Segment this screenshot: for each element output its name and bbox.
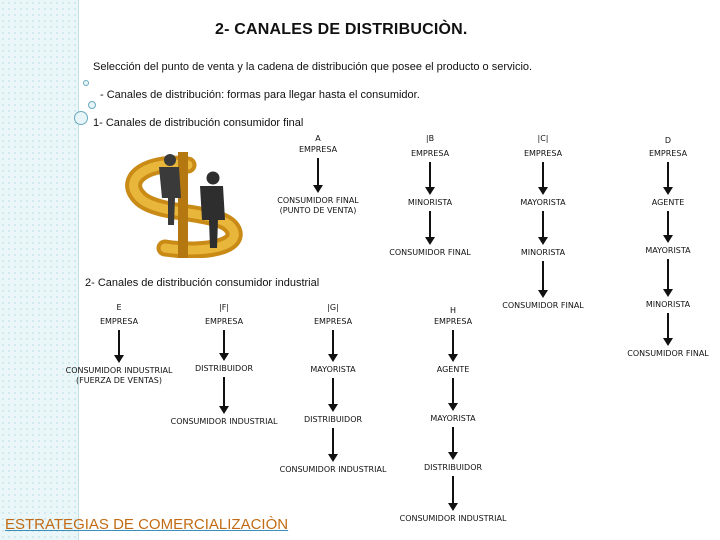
businessman-icon [200, 172, 225, 249]
channel-g-step: CONSUMIDOR INDUSTRIAL [280, 465, 387, 475]
decorative-sidebar [0, 0, 78, 540]
channel-d-letter: D [665, 136, 671, 146]
flow-arrow-icon [429, 162, 431, 188]
channel-f-step: CONSUMIDOR INDUSTRIAL [171, 417, 278, 427]
channel-d-step: AGENTE [652, 198, 685, 208]
channel-g-step: EMPRESA [314, 317, 352, 327]
flow-arrow-icon [667, 162, 669, 188]
definition-text: - Canales de distribución: formas para l… [100, 89, 420, 101]
flow-arrow-icon [429, 211, 431, 238]
channel-d-step: MINORISTA [646, 300, 690, 310]
channel-h-step: CONSUMIDOR INDUSTRIAL [400, 514, 507, 524]
channel-c-step: MINORISTA [521, 248, 565, 258]
channel-b-letter: |B [426, 134, 434, 144]
flow-arrow-icon [667, 313, 669, 339]
flow-arrow-icon [542, 211, 544, 238]
footer-title: ESTRATEGIAS DE COMERCIALIZACIÒN [5, 516, 288, 533]
flow-arrow-icon [542, 162, 544, 188]
circle-decoration-icon [88, 101, 96, 109]
business-people-money-icon [110, 150, 280, 258]
channel-h-step: AGENTE [437, 365, 470, 375]
channel-c-letter: |C| [538, 134, 549, 144]
channel-a-step: CONSUMIDOR FINAL(PUNTO DE VENTA) [277, 196, 359, 216]
channel-d-step: EMPRESA [649, 149, 687, 159]
section-consumer-industrial: 2- Canales de distribución consumidor in… [85, 277, 319, 289]
flow-arrow-icon [118, 330, 120, 356]
channel-c-step: MAYORISTA [520, 198, 565, 208]
flow-arrow-icon [452, 427, 454, 453]
flow-arrow-icon [452, 476, 454, 504]
channel-b-step: CONSUMIDOR FINAL [389, 248, 471, 258]
channel-e-step: EMPRESA [100, 317, 138, 327]
channel-g-step: DISTRIBUIDOR [304, 415, 362, 425]
flow-arrow-icon [332, 428, 334, 455]
flow-arrow-icon [452, 330, 454, 355]
flow-arrow-icon [542, 261, 544, 291]
channel-d-step: CONSUMIDOR FINAL [627, 349, 709, 359]
channel-h-step: MAYORISTA [430, 414, 475, 424]
channel-h-step: DISTRIBUIDOR [424, 463, 482, 473]
channel-c-step: EMPRESA [524, 149, 562, 159]
slide-title: 2- CANALES DE DISTRIBUCIÒN. [215, 21, 468, 39]
intro-text: Selección del punto de venta y la cadena… [93, 61, 532, 73]
flow-arrow-icon [332, 330, 334, 355]
flow-arrow-icon [452, 378, 454, 404]
flow-arrow-icon [667, 259, 669, 290]
flow-arrow-icon [223, 377, 225, 407]
flow-arrow-icon [332, 378, 334, 405]
channel-g-step: MAYORISTA [310, 365, 355, 375]
flow-arrow-icon [667, 211, 669, 236]
section-consumer-final: 1- Canales de distribución consumidor fi… [93, 117, 303, 129]
channel-f-step: DISTRIBUIDOR [195, 364, 253, 374]
channel-e-step: CONSUMIDOR INDUSTRIAL(FUERZA DE VENTAS) [66, 366, 173, 386]
circle-decoration-icon [83, 80, 89, 86]
channel-a-step: EMPRESA [299, 145, 337, 155]
channel-b-step: MINORISTA [408, 198, 452, 208]
channel-d-step: MAYORISTA [645, 246, 690, 256]
channel-b-step: EMPRESA [411, 149, 449, 159]
flow-arrow-icon [317, 158, 319, 186]
channel-h-step: EMPRESA [434, 317, 472, 327]
channel-c-step: CONSUMIDOR FINAL [502, 301, 584, 311]
channel-a-letter: A [315, 134, 320, 144]
channel-h-letter: H [450, 306, 456, 316]
channel-f-step: EMPRESA [205, 317, 243, 327]
channel-f-letter: |F| [219, 303, 229, 313]
circle-decoration-icon [74, 111, 88, 125]
channel-g-letter: |G| [327, 303, 339, 313]
flow-arrow-icon [223, 330, 225, 354]
channel-e-letter: E [116, 303, 121, 313]
sidebar-divider [78, 0, 79, 540]
